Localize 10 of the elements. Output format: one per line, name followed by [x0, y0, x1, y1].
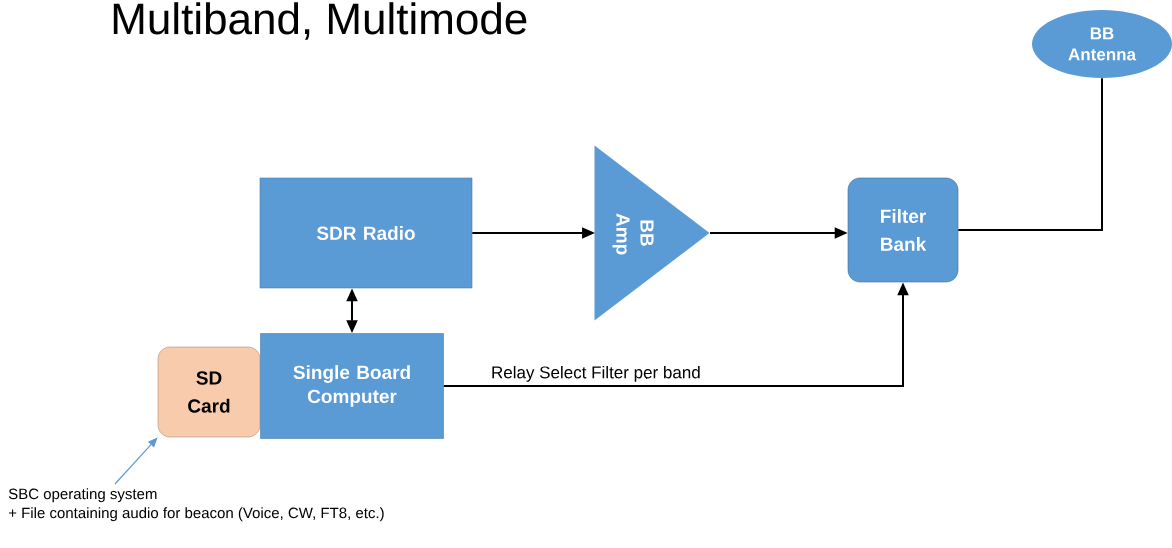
leader-arrow [114, 437, 158, 485]
rounded-box: Filter Bank [847, 177, 959, 283]
note-text: SBC operating system + File containing audio for beacon (Voice, CW, FT8, etc.) [8, 488, 384, 522]
title: Multiband, Multimode [113, 2, 527, 40]
rounded-box: SD Card [157, 346, 261, 438]
edge-label: Relay Select Filter per band [489, 363, 703, 384]
process-box: SDR Radio [259, 177, 473, 289]
connector-line [957, 77, 1103, 231]
amplifier-triangle: BB Amp [594, 145, 710, 321]
process-box: Single Board Computer [260, 333, 444, 439]
